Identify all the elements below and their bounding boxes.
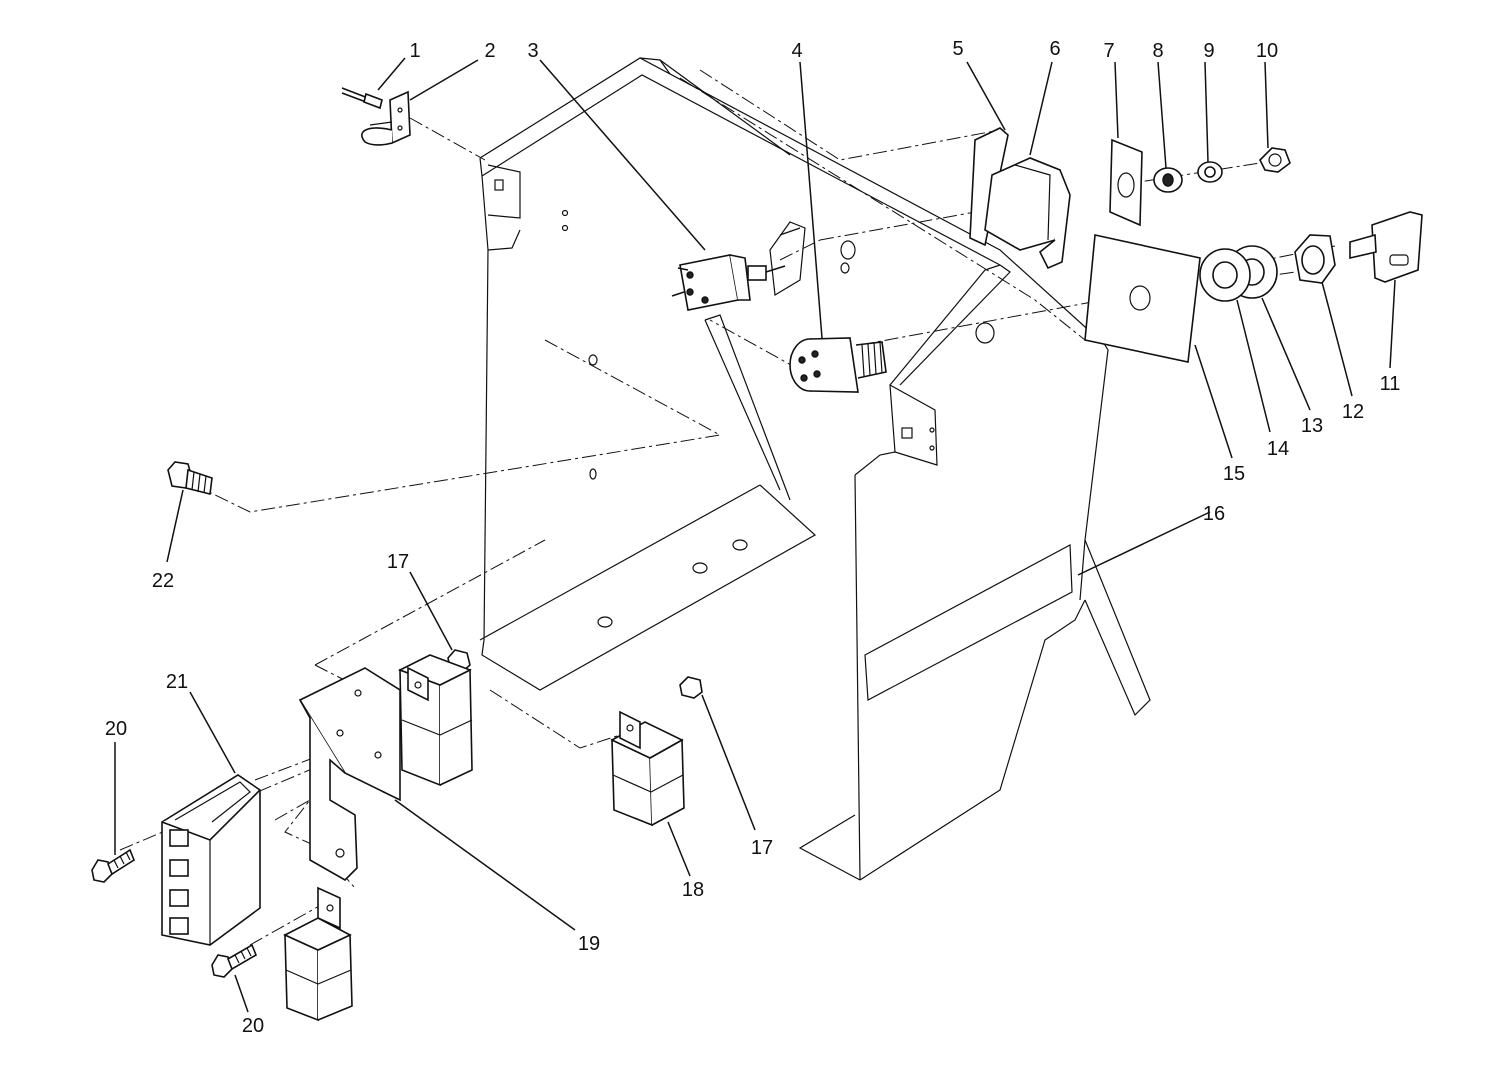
callout-19: 19 — [578, 933, 600, 955]
part-10-nut — [1259, 147, 1291, 173]
part-15-ignition-decal — [1084, 234, 1201, 363]
callout-21: 21 — [166, 671, 188, 693]
part-9-lock-washer — [1197, 161, 1223, 183]
callout-10: 10 — [1256, 40, 1278, 62]
part-8-washer — [1153, 167, 1183, 193]
callout-13: 13 — [1301, 415, 1323, 437]
part-17b-nut — [679, 676, 703, 699]
part-20b-screw — [211, 943, 257, 978]
callout-7: 7 — [1103, 40, 1114, 62]
part-21-fuse-block — [161, 774, 261, 946]
part-2-clip-bracket — [361, 90, 411, 146]
callout-17a: 17 — [387, 551, 409, 573]
callout-labels: 1 2 3 4 5 6 7 8 9 10 11 12 13 14 15 16 1… — [105, 38, 1401, 1037]
callout-9: 9 — [1203, 40, 1214, 62]
callout-3: 3 — [527, 40, 538, 62]
part-22-bolt — [167, 461, 213, 495]
relay-upper-left — [398, 654, 473, 787]
part-11-key — [1349, 211, 1423, 283]
callout-2: 2 — [484, 40, 495, 62]
callout-15: 15 — [1223, 463, 1245, 485]
callout-4: 4 — [791, 40, 802, 62]
callout-20b: 20 — [242, 1015, 264, 1037]
part-1-wire-terminal — [341, 87, 383, 110]
callout-14: 14 — [1267, 438, 1289, 460]
part-12-large-nut — [1294, 234, 1336, 284]
callout-11: 11 — [1380, 373, 1401, 395]
part-14-flat-washer — [1199, 248, 1251, 302]
callout-6: 6 — [1049, 38, 1060, 60]
callout-1: 1 — [409, 40, 420, 62]
part-19-mounting-bracket — [298, 667, 401, 881]
part-18-relay — [610, 710, 685, 827]
part-3-toggle-switch — [671, 254, 786, 311]
console-panel-outline — [479, 57, 1151, 881]
callout-12: 12 — [1342, 401, 1364, 423]
part-4-ignition-switch — [789, 337, 887, 393]
callout-8: 8 — [1152, 40, 1163, 62]
callout-18: 18 — [682, 879, 704, 901]
callout-20a: 20 — [105, 718, 127, 740]
part-6-switch-housing — [984, 157, 1071, 270]
callout-5: 5 — [952, 38, 963, 60]
relay-lower — [283, 886, 353, 1022]
part-20a-screw — [91, 848, 135, 883]
callout-17b: 17 — [751, 837, 773, 859]
assembly-lines — [119, 69, 1336, 946]
callout-16: 16 — [1203, 503, 1225, 525]
leader-lines — [114, 57, 1396, 1013]
callout-22: 22 — [152, 570, 174, 592]
part-7-decal-plate — [1109, 138, 1143, 227]
